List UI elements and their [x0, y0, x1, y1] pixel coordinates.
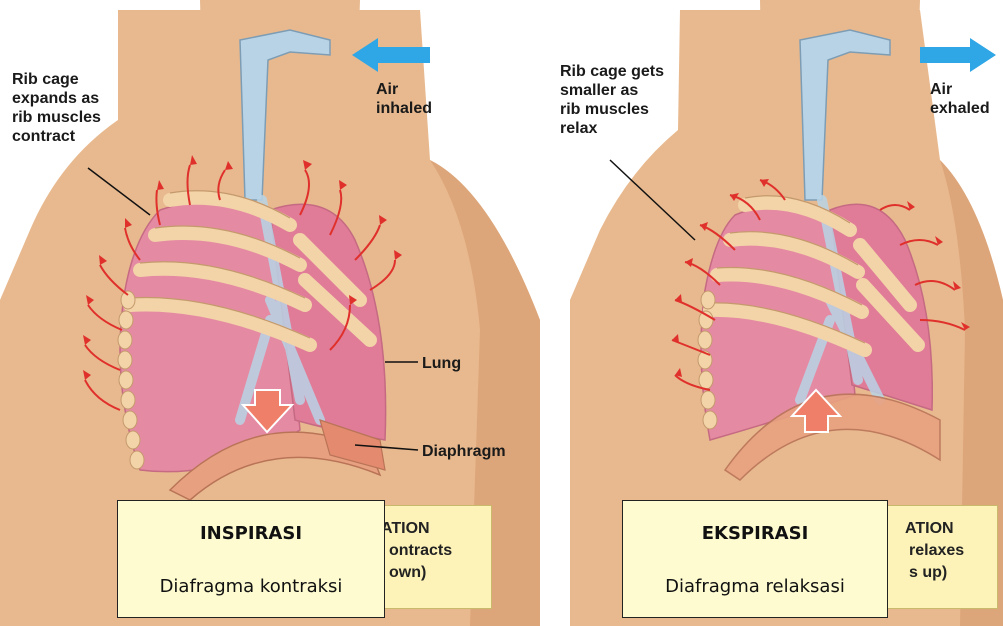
inspirasi-subtitle: Diafragma kontraksi	[118, 576, 384, 597]
ekspirasi-title: EKSPIRASI	[623, 523, 887, 544]
expiration-panel: Rib cage gets smaller as rib muscles rel…	[560, 0, 1003, 626]
air-inhaled-label: Air inhaled	[376, 80, 432, 118]
ekspirasi-subtitle: Diafragma relaksasi	[623, 576, 887, 597]
air-exhaled-label: Air exhaled	[930, 80, 990, 118]
rib-cage-label: Rib cage gets smaller as rib muscles rel…	[560, 62, 664, 138]
inspiration-panel: Rib cage expands as rib muscles contract…	[0, 0, 540, 626]
lung-label: Lung	[422, 354, 461, 373]
inspirasi-title: INSPIRASI	[118, 523, 384, 544]
diaphragm-label: Diaphragm	[422, 442, 506, 461]
inspirasi-caption: INSPIRASI Diafragma kontraksi	[117, 500, 385, 618]
ekspirasi-caption: EKSPIRASI Diafragma relaksasi	[622, 500, 888, 618]
air-exhaled-arrow	[920, 38, 996, 72]
rib-cage-label: Rib cage expands as rib muscles contract	[12, 70, 101, 146]
